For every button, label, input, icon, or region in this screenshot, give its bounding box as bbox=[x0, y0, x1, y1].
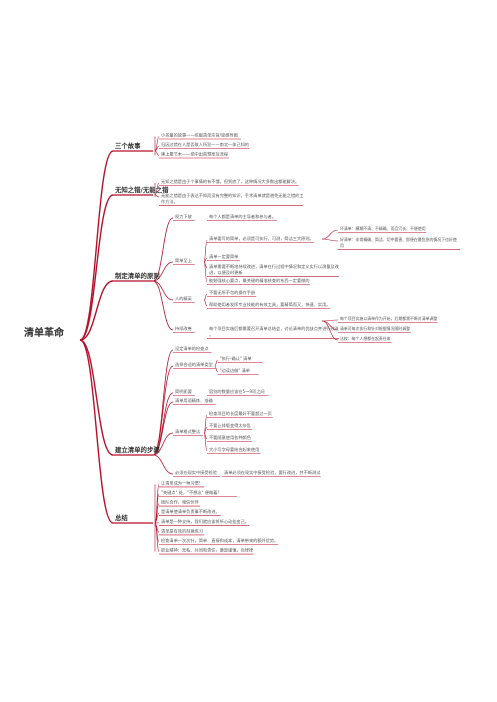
group-b4-0: 设定清单的检查点 bbox=[175, 345, 209, 352]
item-b5-4: 清单是一种支持，我们就应该将所心动挂变己。 bbox=[161, 518, 249, 525]
root-title: 清单革命 bbox=[24, 326, 65, 339]
group-b4-2: 简明扼要 bbox=[175, 388, 192, 395]
item-b5-0: 让清单成为一种习惯! bbox=[161, 479, 201, 486]
leaf-b4-4-3: 大小写字母要结合起来使用 bbox=[209, 446, 259, 453]
sub-b3-3-1: 清单可每次执行和针对根据情况随时调整 bbox=[340, 326, 410, 331]
group-b3-0: 权力下放 bbox=[175, 213, 193, 220]
group-b4-5: 必须在现实中接受检验 bbox=[175, 469, 218, 476]
leaf-b3-0-0: 每个人都是清单的主导者和参与者。 bbox=[209, 213, 276, 220]
leaf-b3-2-0: 不要无所不包的操作手册 bbox=[209, 289, 255, 296]
leaf-b4-4-2: 不要随意使用各种颜色 bbox=[209, 434, 252, 441]
leaf-b4-4-0: 检查项目的长度最好不要超过一页 bbox=[209, 410, 272, 417]
item-b1-0: 小孩童的故事——挖掘清单宗旨/思维导图 bbox=[161, 132, 238, 139]
leaf-b4-1-0: "执行-确认" 清单 bbox=[220, 355, 252, 362]
leaf-b4-4-1: 不要让排版变得太杂乱 bbox=[209, 422, 252, 429]
leaf-b3-1-2: 清单需要不断地持续改进，清单在行过程中情况和定义实行以测量及改进，以便及时更新 bbox=[209, 263, 340, 276]
item-b5-1: "关键点" 处，"不想念" 便做着! bbox=[161, 489, 219, 496]
branch-b4: 建立清单的步骤 bbox=[114, 445, 160, 454]
mind-map-nodes: 清单革命 三个故事 小孩童的故事——挖掘清单宗旨/思维导图归因过错在人是否故人所犯—… bbox=[20, 132, 457, 554]
group-b3-2: 人的精英 bbox=[175, 295, 193, 302]
leaf-b4-1-1: "边读边做" 清单 bbox=[220, 367, 250, 374]
group-b4-1: 选择合适的清单类型 bbox=[175, 361, 213, 368]
branch-b1: 三个故事 bbox=[115, 141, 141, 150]
branch-b2: 无知之错/无能之错 bbox=[114, 185, 169, 194]
leaf-b3-2-1: 帮助使用者发挥专业技能的有效工具，要精简而又，快速、实用。 bbox=[209, 301, 330, 308]
group-b3-1: 简单至上 bbox=[175, 257, 192, 264]
leaf-b3-1-3: 能勉强核心要点，最关键的精准核查的东西一定要做的 bbox=[209, 277, 310, 284]
branch-b3: 制定清单的原则 bbox=[115, 271, 160, 280]
leaf-b3-3-0: 每个项目实施后都需要召开清单总结会，讨论清单的优缺点并进行改进。 bbox=[209, 325, 340, 337]
sub-b3-3-2: 法校：每个人想都在起责任来 bbox=[340, 336, 391, 341]
leaf-b4-5-0: 清单必须在现实中接受检验，要行改进，并不断测试 bbox=[224, 469, 321, 476]
root-node bbox=[20, 323, 80, 341]
group-b4-4: 清单格式整洁 bbox=[175, 428, 200, 435]
item-b5-7: 职业精神：无私、共同和责任，谦逊谨慎，自律律 bbox=[161, 547, 253, 554]
sub-b3-1-0: 坏清单：模糊不清、不精确、而且冗长、不便使用 bbox=[340, 226, 426, 231]
sub-b3-1-1: 好清单：非常精确、简洁、切中要害、即便在最危急的情况下也好使用 bbox=[340, 237, 457, 248]
sub-b3-3-0: 每个项目实施以清单作为开始，后期都需不断对清单调整 bbox=[340, 316, 437, 321]
item-b1-1: 归因过错在人是否故人所犯——南北一体己知的 bbox=[161, 141, 249, 148]
item-b1-2: 建上最节木——把中出首预案及流程 bbox=[161, 151, 229, 158]
item-b5-6: 检查清单一次次针，简单、直接和成本，清单带来的额外优势。 bbox=[161, 537, 278, 544]
item-b2-0: 无知之错是由于个事情的有不懂，但到底了，这种情况大多数出都能解决。 bbox=[161, 178, 299, 185]
leaf-b3-1-1: 清单一定要简单 bbox=[209, 253, 238, 260]
item-b2-1: 无能之错是由于表达不知而没有完整的知识，手术清单就是避免无能之错的工作方法。 bbox=[161, 192, 303, 205]
item-b5-3: 是清单使清单负责事不断改进。 bbox=[161, 508, 220, 515]
item-b5-5: 清单是有效的刻意练习 bbox=[161, 527, 203, 534]
branch-b5: 总结 bbox=[115, 513, 128, 522]
item-b5-2: 团队合作，相信伙伴 bbox=[161, 499, 200, 506]
leaf-b4-2-0: 容别的数量应该在5～9项之间 bbox=[209, 388, 265, 395]
group-b4-3: 清单用语精炼、准确 bbox=[175, 397, 213, 404]
group-b3-3: 持续改善 bbox=[175, 325, 192, 332]
leaf-b3-1-0: 清单要写的简单，必须是可执行，可测，简洁三大原则。 bbox=[209, 235, 314, 242]
connector-lines bbox=[20, 136, 460, 555]
